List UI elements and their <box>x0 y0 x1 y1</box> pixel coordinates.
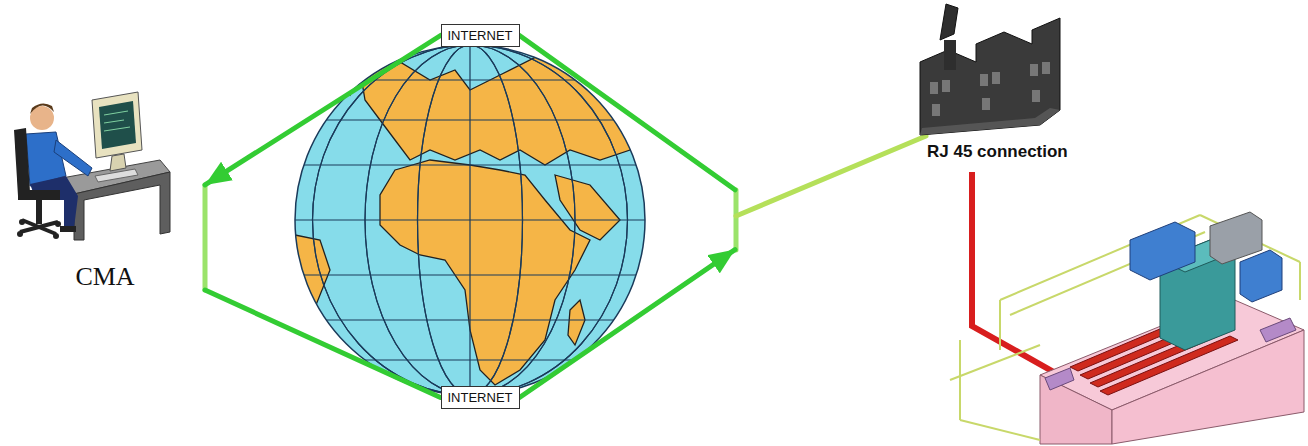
internet-box: INTERNET <box>441 24 520 47</box>
box-label: INTERNET <box>448 390 513 405</box>
connection-label: RJ 45 connection <box>927 142 1068 162</box>
loop-line <box>205 136 926 290</box>
internet-box: INTERNET <box>441 386 520 409</box>
node-label: CMA <box>75 262 134 300</box>
factory-node: RJ 45 connection <box>735 0 1115 260</box>
workstation-icon <box>14 92 170 240</box>
box-label: INTERNET <box>448 28 513 43</box>
internet-link <box>520 250 736 398</box>
internet-link <box>520 36 736 190</box>
workstation-node: CMA <box>5 80 205 300</box>
internet-link <box>205 290 441 397</box>
internet-link <box>205 36 441 185</box>
factory-icon <box>920 4 1060 135</box>
machine-illustration <box>950 212 1304 444</box>
